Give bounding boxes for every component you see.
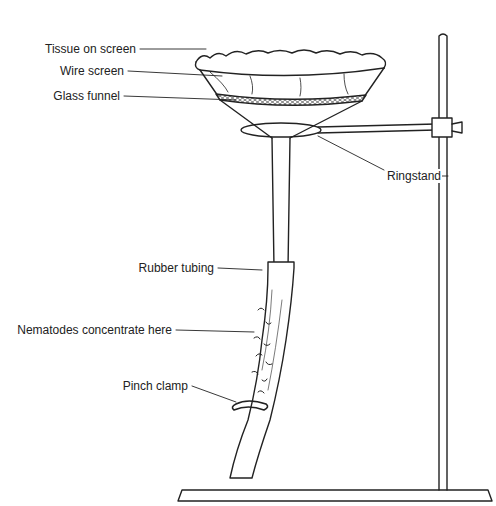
funnel-bowl xyxy=(220,100,362,138)
clamp-boss xyxy=(432,118,452,137)
part-label: Tissue on screen xyxy=(44,42,137,56)
part-label: Glass funnel xyxy=(52,89,121,103)
nematodes xyxy=(252,308,272,393)
tissue-rim xyxy=(196,50,386,68)
leader-lines xyxy=(124,49,448,402)
wire-screen xyxy=(216,94,366,105)
ring-arm xyxy=(318,124,436,133)
funnel-sides xyxy=(196,62,385,97)
funnel-stem xyxy=(272,138,290,268)
part-label: Ringstand xyxy=(386,169,442,183)
tissue-creases xyxy=(210,72,348,96)
part-label: Pinch clamp xyxy=(122,379,189,393)
tissue-fold xyxy=(200,68,384,76)
clamp-screw xyxy=(452,122,462,133)
pinch-clamp xyxy=(232,401,267,410)
rubber-tubing xyxy=(230,262,294,478)
tubing-shading xyxy=(262,290,282,390)
stand-pole xyxy=(439,34,447,490)
part-label: Rubber tubing xyxy=(138,261,215,275)
stand-base xyxy=(178,490,492,501)
part-label: Wire screen xyxy=(59,64,125,78)
part-label: Nematodes concentrate here xyxy=(16,323,173,337)
support-ring xyxy=(241,123,321,137)
